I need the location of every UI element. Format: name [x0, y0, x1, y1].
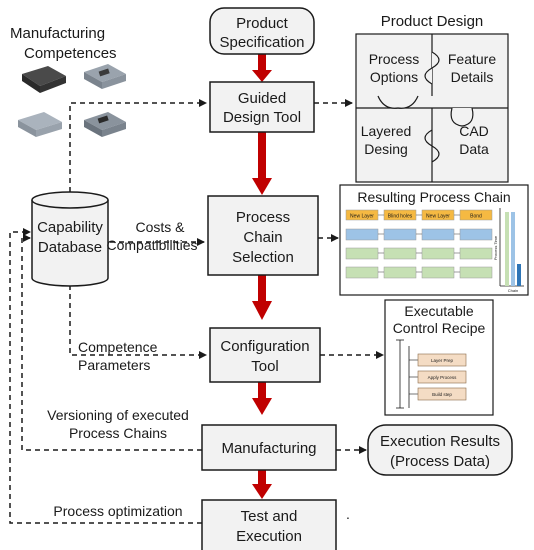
competences-title-1: Manufacturing	[10, 25, 105, 42]
layered-desing-label-2: Desing	[364, 141, 408, 157]
versioning-label-2: Process Chains	[69, 425, 167, 441]
configuration-label-1: Configuration	[220, 338, 309, 355]
control-recipe-title-1: Executable	[404, 303, 473, 319]
test-execution-label-1: Test and	[241, 508, 298, 525]
layered-desing-label-1: Layered	[361, 123, 412, 139]
resulting-process-chain: Resulting Process Chain New Layer Blind …	[339, 184, 529, 296]
feature-details-label-2: Details	[451, 69, 494, 85]
execution-results-node[interactable]: Execution Results (Process Data)	[367, 424, 513, 476]
chain-step-label-1: New Layer	[350, 214, 374, 220]
control-recipe-title-2: Control Recipe	[393, 320, 486, 336]
guided-tool-label-2: Design Tool	[223, 109, 301, 126]
costs-label-2: Compatibilities	[106, 237, 197, 253]
competence-tile-icons	[18, 64, 126, 137]
chain-y-axis-label: Process Time	[493, 235, 498, 260]
feature-details-label-1: Feature	[448, 51, 496, 67]
chain-steps-grid	[345, 209, 493, 279]
product-design-puzzle: Product Design Process Options Feature D…	[355, 13, 509, 183]
process-options-label-1: Process	[369, 51, 420, 67]
chain-step-label-2: Blind holes	[388, 214, 413, 220]
chain-step-label-3: New Layer	[426, 214, 450, 220]
chain-x-axis-label: Chain	[508, 288, 518, 293]
main-flow-arrows	[252, 54, 272, 499]
manufacturing-node[interactable]: Manufacturing	[201, 424, 337, 471]
versioning-edge	[21, 234, 202, 451]
resulting-chain-title: Resulting Process Chain	[357, 189, 510, 205]
cad-data-label-2: Data	[459, 141, 489, 157]
product-spec-label-1: Product	[236, 15, 289, 32]
chain-selection-label-1: Process	[236, 209, 290, 226]
chain-side-chart: Process Time Chain	[493, 208, 524, 293]
chain-step-label-4: Bond	[470, 214, 482, 220]
manufacturing-competences: Manufacturing Competences	[10, 25, 126, 137]
product-spec-label-2: Specification	[219, 34, 304, 51]
capability-db-label-1: Capability	[37, 219, 103, 236]
configuration-label-2: Tool	[251, 358, 279, 375]
test-execution-node[interactable]: Test and Execution	[201, 499, 337, 550]
product-spec-node[interactable]: Product Specification	[209, 7, 315, 55]
stray-dot: .	[346, 506, 350, 522]
manufacturing-label: Manufacturing	[221, 440, 316, 457]
versioning-label-1: Versioning of executed	[47, 407, 189, 423]
cad-data-label-1: CAD	[459, 123, 489, 139]
process-chain-selection-node[interactable]: Process Chain Selection	[207, 195, 319, 276]
guided-tool-label-1: Guided	[238, 90, 286, 107]
executable-control-recipe: Executable Control Recipe Layer Prep App…	[384, 299, 494, 416]
execution-results-label-2: (Process Data)	[390, 453, 490, 470]
edge-labels: Costs & Compatibilities Competence Param…	[47, 219, 350, 522]
process-options-label-2: Options	[370, 69, 418, 85]
chain-step-connectors	[378, 214, 460, 273]
recipe-step-label-2: Apply Process	[428, 375, 458, 380]
costs-label-1: Costs &	[135, 219, 185, 235]
chain-step-labels: New Layer Blind holes New Layer Bond	[350, 214, 482, 220]
product-design-title: Product Design	[381, 13, 484, 30]
configuration-tool-node[interactable]: Configuration Tool	[209, 327, 321, 383]
execution-results-label-1: Execution Results	[380, 433, 500, 450]
capability-db-label-2: Database	[38, 239, 102, 256]
optimization-edge	[9, 228, 202, 524]
chain-selection-label-3: Selection	[232, 249, 294, 266]
competence-label-1: Competence	[78, 339, 158, 355]
competences-title-2: Competences	[24, 45, 117, 62]
dashed-connectors	[9, 99, 384, 524]
chain-selection-label-2: Chain	[243, 229, 282, 246]
capability-database-node[interactable]: Capability Database	[31, 191, 109, 287]
recipe-step-label-1: Layer Prep	[431, 358, 454, 363]
competence-label-2: Parameters	[78, 357, 150, 373]
recipe-step-label-3: Build step	[432, 392, 452, 397]
optimization-label: Process optimization	[53, 503, 182, 519]
guided-design-tool-node[interactable]: Guided Design Tool	[209, 81, 315, 133]
db-to-guided-tool-edge	[69, 99, 207, 192]
test-execution-label-2: Execution	[236, 528, 302, 545]
